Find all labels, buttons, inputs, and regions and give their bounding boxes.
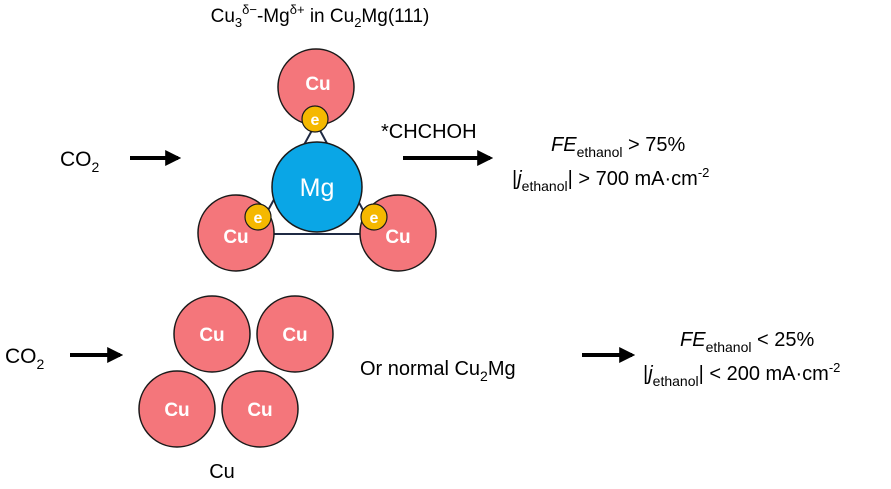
cu-atom-circle xyxy=(173,295,251,373)
intermediate-label: *CHCHOH xyxy=(381,121,477,143)
cu-atom-label: Cu xyxy=(305,74,330,95)
electron-label: e xyxy=(254,210,263,227)
electron-top: e xyxy=(301,105,329,133)
mg-atom-circle xyxy=(271,141,363,233)
cu-atom-label: Cu xyxy=(247,400,272,421)
electron-left: e xyxy=(244,203,272,231)
cu-atom-label: Cu xyxy=(164,400,189,421)
bottom-alternative-label: Or normal Cu2Mg xyxy=(360,358,516,384)
bottom-j-ethanol: |jethanol| < 200 mA·cm-2 xyxy=(643,360,840,389)
cu-atom-label: Cu xyxy=(385,227,410,248)
top-cu-atom-top: Cu xyxy=(277,48,355,126)
cu-atom-circle xyxy=(256,295,334,373)
top-reactant-co2: CO2 xyxy=(60,148,100,175)
bottom-cu-atom-top-left: Cu xyxy=(173,295,251,373)
bottom-cu-atom-top-right: Cu xyxy=(256,295,334,373)
top-title: Cu3δ−-Mgδ+ in Cu2Mg(111) xyxy=(211,2,430,30)
mg-atom: Mg xyxy=(271,141,363,233)
cu-atom-label: Cu xyxy=(199,325,224,346)
electron-label: e xyxy=(370,210,379,227)
bottom-cu-atom-bottom-right: Cu xyxy=(221,370,299,448)
bottom-reactant-co2: CO2 xyxy=(5,345,45,372)
mg-atom-label: Mg xyxy=(300,174,335,202)
electron-circle xyxy=(360,203,388,231)
cu-atom-label: Cu xyxy=(223,227,248,248)
cu-atom-circle xyxy=(138,370,216,448)
electron-circle xyxy=(244,203,272,231)
cu-atom-label: Cu xyxy=(282,325,307,346)
electron-circle xyxy=(301,105,329,133)
cu-atom-circle xyxy=(221,370,299,448)
electron-right: e xyxy=(360,203,388,231)
electron-label: e xyxy=(311,112,320,129)
bottom-cluster-label: Cu xyxy=(209,461,235,483)
bottom-cu-atom-bottom-left: Cu xyxy=(138,370,216,448)
top-j-ethanol: |jethanol| > 700 mA·cm-2 xyxy=(512,165,709,194)
bottom-fe-ethanol: FEethanol < 25% xyxy=(680,329,815,355)
top-fe-ethanol: FEethanol > 75% xyxy=(551,134,686,160)
